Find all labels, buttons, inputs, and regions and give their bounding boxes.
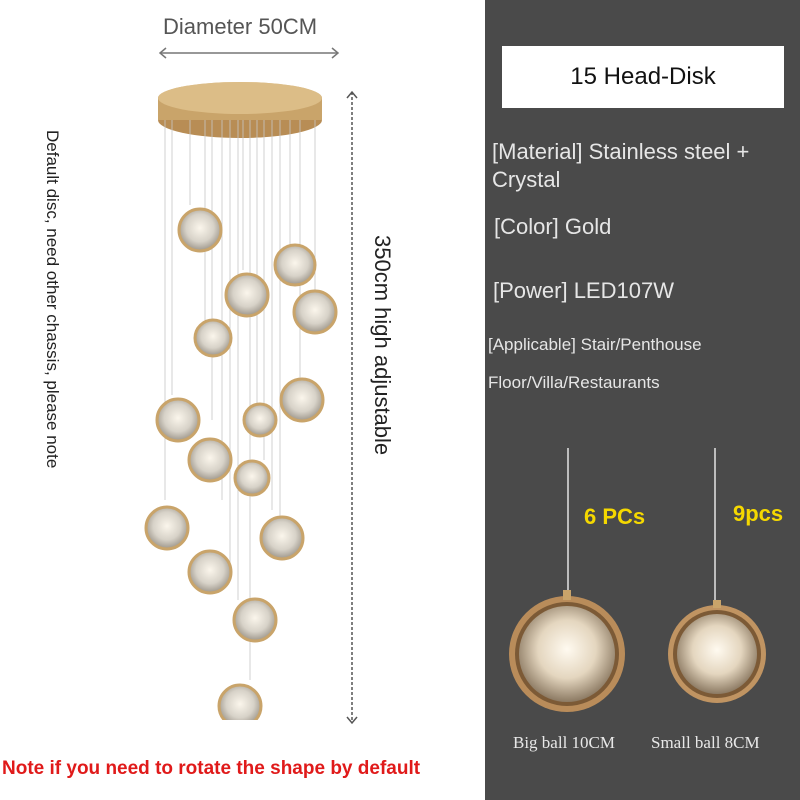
small-ball-caption: Small ball 8CM — [651, 733, 760, 752]
spec-applicable-1: [Applicable] Stair/Penthouse — [488, 335, 702, 354]
big-ball-wire — [567, 448, 569, 596]
product-title: 15 Head-Disk — [502, 46, 784, 108]
spec-applicable-2: Floor/Villa/Restaurants — [488, 373, 660, 392]
product-diagram-panel: Diameter 50CM 350cm high adjustable Defa… — [2, 14, 421, 779]
big-ball-count: 6 PCs — [584, 504, 646, 529]
small-ball-count: 9pcs — [733, 501, 784, 526]
chassis-note: Default disc, need other chassis, please… — [43, 130, 62, 469]
spec-panel: 15 Head-Disk [Material] Stainless steel … — [485, 0, 800, 800]
spec-color: [Color] Gold — [494, 214, 612, 239]
small-ball-image — [668, 600, 766, 703]
rotation-note: Note if you need to rotate the shape by … — [2, 758, 421, 779]
chandelier-illustration — [144, 82, 338, 720]
small-ball-wire — [714, 448, 716, 606]
spec-power: [Power] LED107W — [493, 278, 674, 303]
diameter-arrow-icon — [158, 47, 340, 59]
height-arrow-icon — [346, 90, 358, 725]
diameter-label: Diameter 50CM — [163, 14, 318, 39]
spec-material: [Material] Stainless steel + Crystal — [492, 139, 750, 192]
big-ball-caption: Big ball 10CM — [513, 733, 616, 752]
big-ball-image — [509, 590, 625, 712]
height-label: 350cm high adjustable — [370, 235, 395, 456]
